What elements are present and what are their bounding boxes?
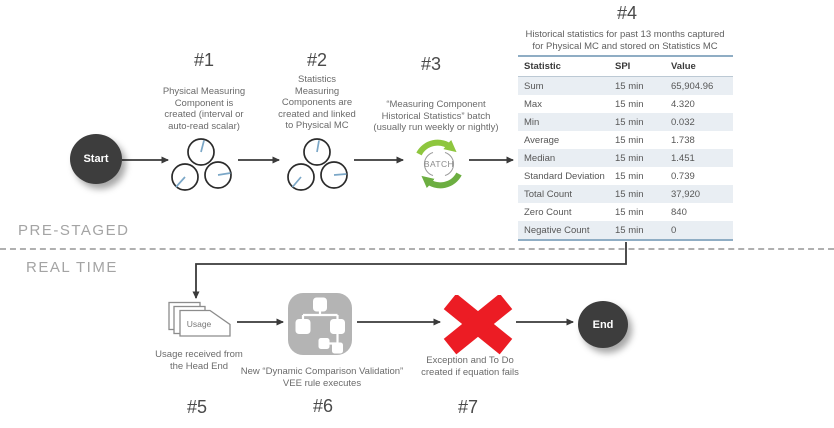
start-node: Start (70, 134, 122, 184)
cell-spi: 15 min (615, 170, 644, 182)
arrow-table-to-usage (192, 242, 627, 299)
fail-x-icon (443, 295, 513, 355)
cell-value: 0.739 (671, 170, 695, 182)
usage-documents-icon: Usage (168, 301, 231, 337)
step1-number: #1 (193, 50, 215, 70)
cell-spi: 15 min (615, 152, 644, 164)
table-row: Negative Count 15 min 0 (518, 221, 733, 239)
col-header-value: Value (671, 61, 696, 72)
usage-page-label: Usage (187, 319, 212, 329)
col-header-spi: SPI (615, 61, 631, 72)
cell-spi: 15 min (615, 116, 644, 128)
cell-value: 4.320 (671, 98, 695, 110)
table-row: Min 15 min 0.032 (518, 113, 733, 131)
step2-description: Statistics Measuring Components are crea… (278, 74, 356, 131)
table-row: Standard Deviation 15 min 0.739 (518, 167, 733, 185)
stage-divider-line (0, 248, 834, 250)
table-row: Max 15 min 4.320 (518, 95, 733, 113)
cell-statistic: Negative Count (524, 224, 590, 236)
step6-number: #6 (312, 396, 334, 416)
cell-spi: 15 min (615, 98, 644, 110)
end-node: End (578, 301, 628, 348)
cell-value: 1.451 (671, 152, 695, 164)
cell-statistic: Average (524, 134, 560, 146)
table-header-row: Statistic SPI Value (518, 57, 733, 77)
step4-description: Historical statistics for past 13 months… (525, 29, 725, 52)
cell-value: 37,920 (671, 188, 701, 200)
table-row: Total Count 15 min 37,920 (518, 185, 733, 203)
gauge-cluster-icon-step2 (287, 138, 348, 191)
vee-rule-flowchart-icon (288, 293, 352, 355)
col-header-statistic: Statistic (524, 61, 561, 72)
cell-statistic: Total Count (524, 188, 573, 200)
cell-statistic: Median (524, 152, 556, 164)
step6-description: New “Dynamic Comparison Validation” VEE … (240, 366, 404, 389)
step5-description: Usage received from the Head End (155, 349, 243, 372)
cell-statistic: Zero Count (524, 206, 572, 218)
cell-value: 840 (671, 206, 687, 218)
cell-spi: 15 min (615, 206, 644, 218)
cell-value: 65,904.96 (671, 80, 714, 92)
cell-value: 1.738 (671, 134, 695, 146)
cell-spi: 15 min (615, 80, 644, 92)
cell-spi: 15 min (615, 188, 644, 200)
batch-label: BATCH (424, 159, 454, 169)
table-row: Sum 15 min 65,904.96 (518, 77, 733, 95)
step4-number: #4 (616, 3, 638, 23)
end-node-label: End (592, 318, 614, 331)
pre-staged-label: PRE-STAGED (18, 222, 130, 239)
cell-statistic: Max (524, 98, 542, 110)
cell-statistic: Standard Deviation (524, 170, 605, 182)
table-row: Median 15 min 1.451 (518, 149, 733, 167)
batch-refresh-icon: BATCH (416, 139, 462, 189)
table-row: Average 15 min 1.738 (518, 131, 733, 149)
historical-statistics-table: Statistic SPI Value Sum 15 min 65,904.96… (518, 55, 733, 241)
cell-value: 0.032 (671, 116, 695, 128)
step3-description: “Measuring Component Historical Statisti… (373, 99, 499, 133)
cell-spi: 15 min (615, 224, 644, 236)
step3-number: #3 (420, 54, 442, 74)
step5-number: #5 (186, 397, 208, 417)
cell-spi: 15 min (615, 134, 644, 146)
cell-value: 0 (671, 224, 677, 236)
gauge-cluster-icon-step1 (171, 138, 232, 191)
real-time-label: REAL TIME (26, 259, 118, 276)
cell-statistic: Sum (524, 80, 544, 92)
step2-number: #2 (306, 50, 328, 70)
step7-description: Exception and To Do created if equation … (421, 355, 519, 378)
start-node-label: Start (83, 153, 109, 165)
step1-description: Physical Measuring Component is created … (162, 86, 246, 132)
step7-number: #7 (457, 397, 479, 417)
cell-statistic: Min (524, 116, 540, 128)
table-row: Zero Count 15 min 840 (518, 203, 733, 221)
